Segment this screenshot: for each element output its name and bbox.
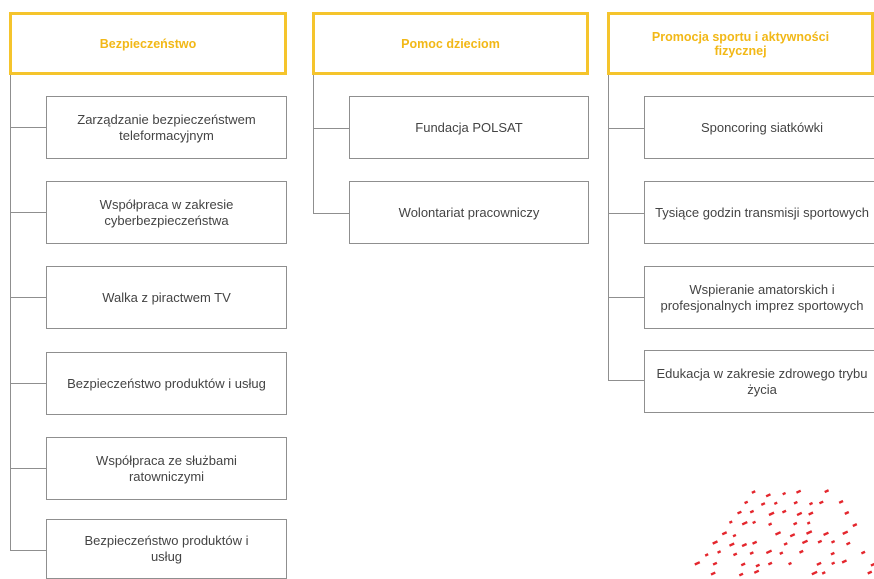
decoration-dash bbox=[798, 549, 804, 554]
decoration-dash bbox=[801, 539, 809, 545]
decoration-dash bbox=[738, 572, 744, 577]
decoration-dash bbox=[808, 511, 814, 516]
item-bezpieczenstwo-produktow-2: Bezpieczeństwo produktów i usług bbox=[46, 519, 287, 579]
decoration-dash bbox=[712, 561, 718, 566]
decoration-dash bbox=[852, 523, 858, 528]
connector-branch bbox=[313, 213, 349, 214]
decoration-dash bbox=[694, 561, 701, 566]
connector-trunk-col3 bbox=[608, 75, 609, 380]
decoration-dash bbox=[793, 500, 798, 505]
decoration-dash bbox=[728, 542, 735, 547]
decoration-dash bbox=[870, 562, 874, 567]
item-sponcoring-siatkowki: Sponcoring siatkówki bbox=[644, 96, 874, 159]
decoration-dash bbox=[755, 563, 761, 568]
decoration-dash bbox=[818, 500, 824, 505]
decoration-dash bbox=[789, 533, 796, 538]
decoration-dash bbox=[736, 510, 742, 515]
header-pomoc-dzieciom: Pomoc dzieciom bbox=[312, 12, 589, 75]
decoration-dash bbox=[751, 490, 756, 494]
connector-trunk-col1 bbox=[10, 75, 11, 550]
decoration-dash bbox=[867, 570, 873, 575]
connector-branch bbox=[10, 127, 46, 128]
connector-branch bbox=[608, 213, 644, 214]
connector-branch bbox=[608, 128, 644, 129]
decoration-dash bbox=[765, 549, 773, 555]
item-wspolpraca-cyber: Współpraca w zakresie cyberbezpieczeństw… bbox=[46, 181, 287, 244]
decoration-dash bbox=[768, 511, 775, 517]
decoration-dash bbox=[793, 521, 798, 526]
item-edukacja-zdrowego: Edukacja w zakresie zdrowego trybu życia bbox=[644, 350, 874, 413]
decoration-dash bbox=[824, 489, 830, 494]
decoration-dash bbox=[741, 542, 748, 548]
decoration-dash bbox=[842, 530, 849, 535]
decoration-dash bbox=[779, 551, 784, 555]
decoration-dash bbox=[816, 561, 822, 566]
decoration-dash bbox=[749, 509, 755, 514]
decoration-dash bbox=[712, 540, 719, 545]
decoration-dash bbox=[728, 520, 733, 524]
decoration-dash bbox=[744, 500, 749, 505]
decoration-dash bbox=[765, 493, 771, 498]
connector-trunk-col2 bbox=[313, 75, 314, 213]
decoration-dash bbox=[841, 559, 848, 564]
decoration-dash bbox=[781, 509, 787, 514]
connector-branch bbox=[10, 468, 46, 469]
decoration-dash bbox=[811, 570, 818, 576]
connector-branch bbox=[608, 380, 644, 381]
decoration-dash bbox=[741, 520, 748, 526]
decoration-dash bbox=[795, 489, 802, 494]
decoration-dash bbox=[830, 551, 835, 556]
decoration-dash bbox=[782, 491, 787, 496]
item-zarzadzanie-bezpieczenstwem: Zarządzanie bezpieczeństwem teleformacyj… bbox=[46, 96, 287, 159]
decoration-dash bbox=[753, 569, 760, 574]
red-dots-decoration-icon bbox=[694, 489, 874, 577]
decoration-dash bbox=[732, 533, 737, 538]
connector-branch bbox=[10, 550, 46, 551]
decoration-dash bbox=[752, 520, 757, 525]
connector-branch bbox=[608, 297, 644, 298]
header-promocja-sportu: Promocja sportu i aktywności fizycznej bbox=[607, 12, 874, 75]
decoration-dash bbox=[806, 521, 811, 525]
item-wspieranie-imprez: Wspieranie amatorskich i profesjonalnych… bbox=[644, 266, 874, 329]
connector-branch bbox=[10, 297, 46, 298]
connector-branch bbox=[10, 383, 46, 384]
header-bezpieczenstwo: Bezpieczeństwo bbox=[9, 12, 287, 75]
decoration-dash bbox=[831, 561, 836, 566]
decoration-dash bbox=[768, 522, 773, 527]
decoration-dash bbox=[838, 499, 844, 504]
connector-branch bbox=[10, 212, 46, 213]
item-tysiace-godzin: Tysiące godzin transmisji sportowych bbox=[644, 181, 874, 244]
decoration-dash bbox=[808, 501, 814, 506]
decoration-dash bbox=[805, 530, 813, 535]
decoration-dash bbox=[774, 531, 782, 536]
decoration-dash bbox=[752, 540, 758, 545]
decoration-dash bbox=[767, 561, 773, 566]
decoration-dash bbox=[760, 502, 766, 506]
decoration-dash bbox=[740, 562, 746, 567]
item-wspolpraca-ze-sluzbami: Współpraca ze służbami ratowniczymi bbox=[46, 437, 287, 500]
decoration-dash bbox=[704, 553, 709, 557]
decoration-dash bbox=[845, 541, 851, 546]
decoration-dash bbox=[860, 550, 866, 555]
item-walka-z-piractwem: Walka z piractwem TV bbox=[46, 266, 287, 329]
item-bezpieczenstwo-produktow: Bezpieczeństwo produktów i usług bbox=[46, 352, 287, 415]
decoration-dash bbox=[749, 551, 754, 555]
item-wolontariat: Wolontariat pracowniczy bbox=[349, 181, 589, 244]
decoration-dash bbox=[773, 501, 778, 506]
decoration-dash bbox=[844, 510, 850, 515]
connector-branch bbox=[313, 128, 349, 129]
decoration-dash bbox=[783, 542, 788, 546]
decoration-dash bbox=[830, 540, 836, 544]
decoration-dash bbox=[821, 571, 826, 575]
decoration-dash bbox=[788, 561, 792, 566]
decoration-dash bbox=[717, 550, 722, 554]
decoration-dash bbox=[823, 531, 829, 537]
decoration-dash bbox=[732, 552, 738, 557]
decoration-dash bbox=[817, 539, 823, 544]
decoration-dash bbox=[710, 571, 716, 576]
item-fundacja-polsat: Fundacja POLSAT bbox=[349, 96, 589, 159]
decoration-dash bbox=[796, 511, 803, 517]
decoration-dash bbox=[721, 531, 728, 536]
